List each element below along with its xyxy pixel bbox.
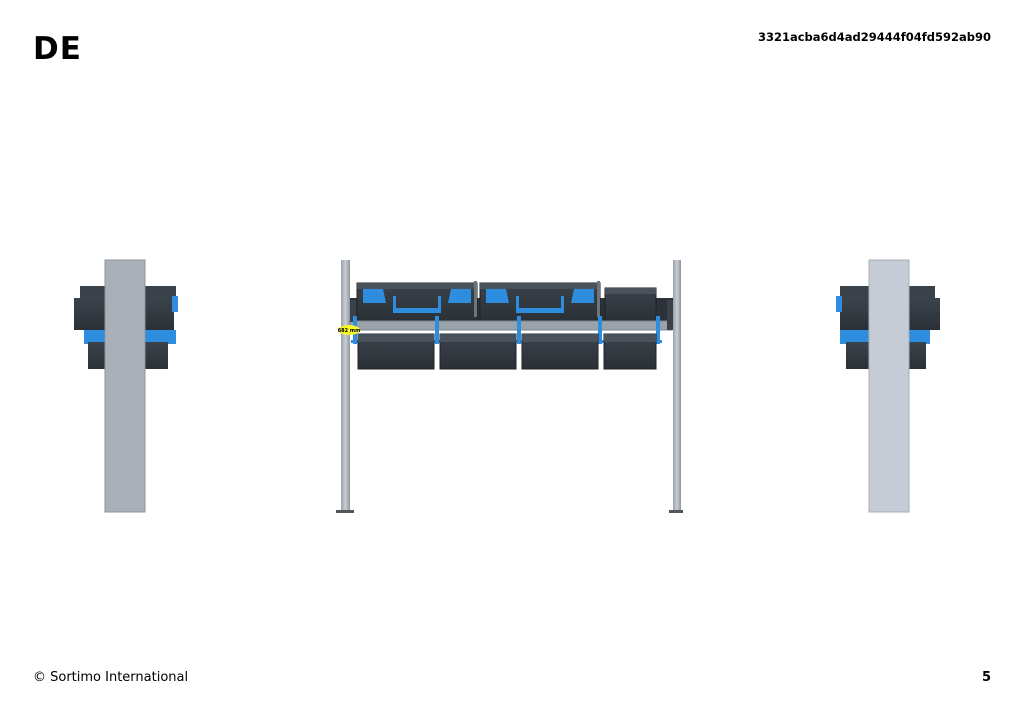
right-side-view	[836, 259, 940, 513]
shelf-board	[349, 320, 673, 331]
right-upright	[673, 260, 681, 512]
hanging-box-3	[521, 333, 599, 370]
hanging-box-1	[357, 333, 435, 370]
tool-case-2	[479, 281, 601, 322]
page-number: 5	[981, 670, 991, 685]
right-foot	[669, 510, 683, 513]
dimension-marker: 682 mm	[338, 325, 361, 335]
copyright-text: © Sortimo International	[33, 670, 189, 685]
case-latch	[172, 296, 178, 312]
side-panel	[104, 259, 146, 513]
front-view: 682 mm	[336, 260, 683, 513]
hanging-box-4	[603, 333, 657, 370]
left-side-view	[74, 259, 178, 513]
left-upright	[341, 260, 350, 512]
left-foot	[336, 510, 354, 513]
side-panel-right	[868, 259, 910, 513]
tool-case-1	[356, 281, 478, 322]
document-id: 3321acba6d4ad29444f04fd592ab90	[757, 30, 991, 44]
language-code: DE	[33, 31, 82, 67]
tool-case-3	[604, 287, 657, 322]
hanging-box-2	[439, 333, 517, 370]
dimension-label: 682 mm	[338, 328, 361, 334]
